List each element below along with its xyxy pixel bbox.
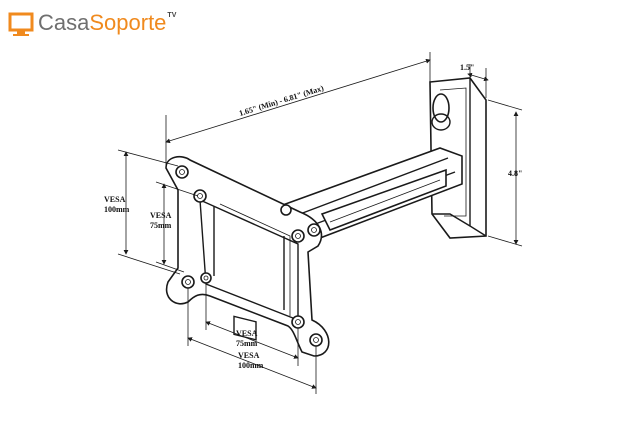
depth-label: 1.5" (460, 63, 474, 72)
vesa-75-vertical-value: 75mm (150, 221, 172, 230)
brand-soporte: Soporte (89, 10, 167, 35)
vesa-100-vertical-dimension: VESA 100mm (104, 149, 181, 275)
vesa-100-horizontal-value: 100mm (238, 361, 264, 370)
arm-length-label: 1.65" (Min) - 6.81" (Max) (238, 83, 325, 117)
height-dimension: 4.8" (487, 99, 522, 247)
vesa-75-horizontal-value: 75mm (236, 339, 258, 348)
mounting-holes (175, 165, 323, 347)
brand-tv: TV (167, 12, 177, 19)
monitor-icon (8, 12, 34, 36)
vesa-100-vertical-value: 100mm (104, 205, 130, 214)
brand-casa: Casa (38, 10, 90, 35)
brand-name: CasaSoporteTV (38, 12, 176, 34)
arm-length-dimension: 1.65" (Min) - 6.81" (Max) (165, 52, 431, 165)
height-label: 4.8" (508, 169, 522, 178)
depth-dimension: 1.5" (460, 63, 489, 98)
vesa-plate (165, 155, 330, 357)
brand-logo: CasaSoporteTV (8, 8, 176, 38)
vesa-100-vertical-title: VESA (104, 195, 126, 204)
vesa-100-horizontal-dimension: VESA 100mm (187, 288, 317, 394)
vesa-75-vertical-title: VESA (150, 211, 172, 220)
vesa-75-vertical-dimension: VESA 75mm (150, 181, 199, 273)
vesa-100-horizontal-title: VESA (238, 351, 260, 360)
vesa-75-horizontal-title: VESA (236, 329, 258, 338)
